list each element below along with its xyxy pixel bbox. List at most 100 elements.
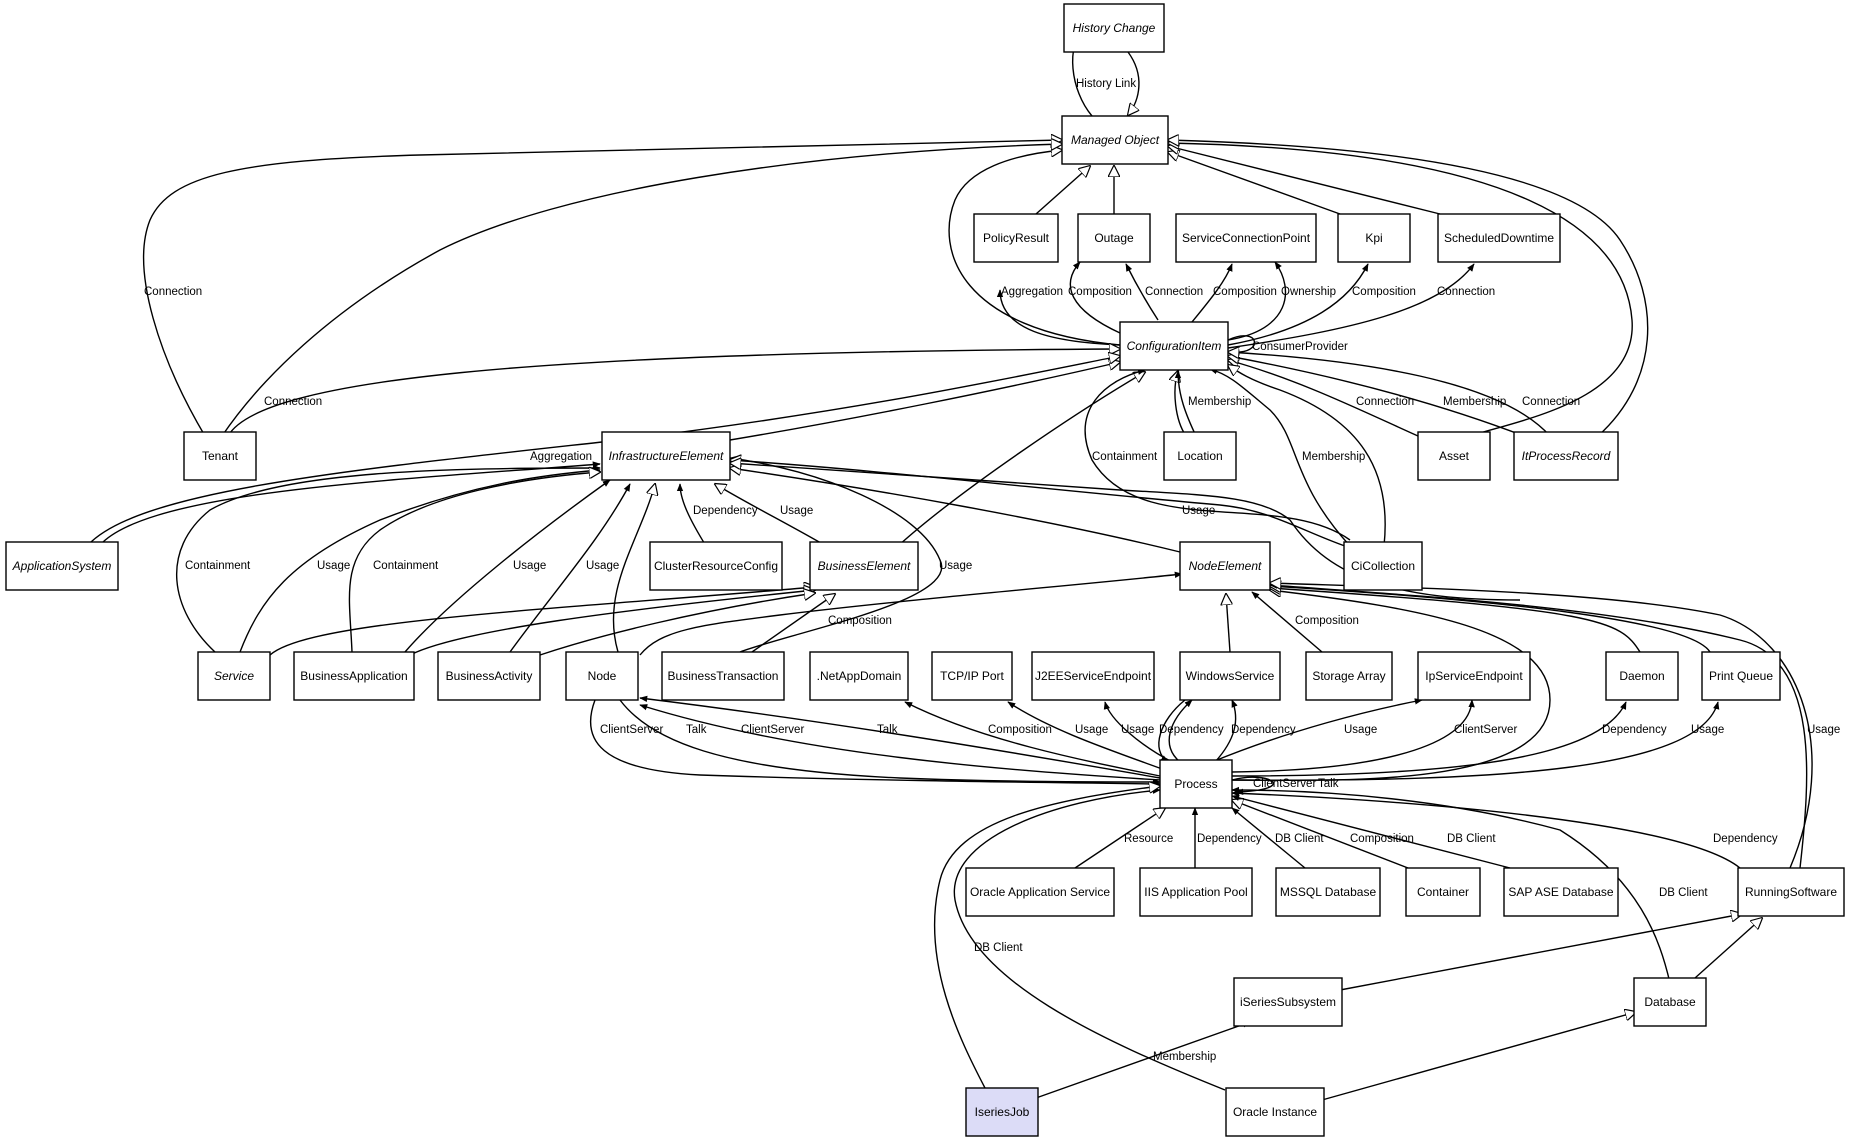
edge-process-ipse-cs (1231, 699, 1475, 773)
node-label-kpi: Kpi (1365, 231, 1382, 245)
node-business-application[interactable]: BusinessApplication (293, 651, 415, 701)
label-usage-bact: Usage (586, 560, 619, 572)
node-iis-application-pool[interactable]: IIS Application Pool (1139, 867, 1253, 917)
edge-process-daemon (1231, 701, 1627, 777)
node-business-element[interactable]: BusinessElement (809, 541, 919, 591)
edge-history-change-to-managed-object (1128, 51, 1140, 115)
node-service-connection-point[interactable]: ServiceConnectionPoint (1175, 213, 1317, 263)
node-node-element[interactable]: NodeElement (1179, 541, 1271, 591)
label-composition-out: Composition (1068, 286, 1132, 298)
edge-ie-ci (729, 362, 1120, 441)
node-label-storage-array: Storage Array (1312, 669, 1385, 683)
node-iseries-subsystem[interactable]: iSeriesSubsystem (1233, 977, 1343, 1027)
node-label-tcpip-port: TCP/IP Port (940, 669, 1004, 683)
node-history-change[interactable]: History Change (1063, 3, 1165, 53)
label-composition-sa: Composition (1295, 615, 1359, 627)
edge-process-printqueue (1231, 701, 1720, 781)
node-tenant[interactable]: Tenant (183, 431, 257, 481)
node-j2ee-service-endpoint[interactable]: J2EEServiceEndpoint (1031, 651, 1155, 701)
node-label-managed-object: Managed Object (1071, 133, 1160, 147)
node-label-j2ee-service-endpoint: J2EEServiceEndpoint (1035, 669, 1152, 683)
node-managed-object[interactable]: Managed Object (1061, 115, 1169, 165)
label-aggregation-pr: Aggregation (1001, 286, 1063, 298)
node-application-system[interactable]: ApplicationSystem (5, 541, 119, 591)
label-usage-tcp: Usage (1075, 724, 1108, 736)
node-node[interactable]: Node (565, 651, 639, 701)
node-kpi[interactable]: Kpi (1337, 213, 1411, 263)
node-windows-service[interactable]: WindowsService (1179, 651, 1281, 701)
node-label-business-application: BusinessApplication (300, 669, 407, 683)
node-mssql-database[interactable]: MSSQL Database (1275, 867, 1381, 917)
edge-location-ci (1175, 371, 1187, 437)
edge-labels: History Link Connection Aggregation Comp… (144, 78, 1840, 1063)
label-talk-self: Talk (1318, 778, 1339, 790)
edge-ci-kpi (1227, 263, 1369, 346)
node-business-activity[interactable]: BusinessActivity (437, 651, 541, 701)
edge-daemon-ne (1270, 588, 1641, 653)
node-label-print-queue: Print Queue (1709, 669, 1773, 683)
edge-service-be (269, 587, 815, 656)
node-infrastructure-element[interactable]: InfrastructureElement (601, 431, 731, 481)
node-label-ci-collection: CiCollection (1351, 559, 1415, 573)
node-oracle-application-service[interactable]: Oracle Application Service (965, 867, 1115, 917)
label-talk-2: Talk (877, 724, 898, 736)
node-process[interactable]: Process (1159, 759, 1233, 809)
edge-itpr-ci (1228, 356, 1525, 437)
node-configuration-item[interactable]: ConfigurationItem (1119, 321, 1229, 371)
node-ci-collection[interactable]: CiCollection (1343, 541, 1423, 591)
node-daemon[interactable]: Daemon (1605, 651, 1679, 701)
label-talk-1: Talk (686, 724, 707, 736)
edge-ci-scp-composition (1191, 263, 1233, 323)
label-dbclient-db: DB Client (1659, 887, 1708, 899)
node-print-queue[interactable]: Print Queue (1701, 651, 1781, 701)
node-tcpip-port[interactable]: TCP/IP Port (931, 651, 1013, 701)
edge-process-ws-1 (1168, 699, 1193, 763)
label-connection-out: Connection (1145, 286, 1203, 298)
node-asset[interactable]: Asset (1417, 431, 1491, 481)
nodes: History Change Managed Object PolicyResu… (5, 3, 1845, 1137)
node-label-iseries-subsystem: iSeriesSubsystem (1240, 995, 1336, 1009)
node-outage[interactable]: Outage (1077, 213, 1151, 263)
node-service[interactable]: Service (197, 651, 271, 701)
label-containment-svc: Containment (185, 560, 251, 572)
node-iseries-job[interactable]: IseriesJob (965, 1087, 1039, 1137)
node-policy-result[interactable]: PolicyResult (973, 213, 1059, 263)
label-history-link: History Link (1076, 78, 1136, 90)
node-container[interactable]: Container (1405, 867, 1481, 917)
edge-node-ne-composition (639, 571, 1183, 656)
edge-db-rs (1694, 918, 1762, 979)
edge-process-node-clientserver (639, 704, 1161, 781)
edge-ws-ne (1226, 594, 1230, 653)
node-cluster-resource-config[interactable]: ClusterResourceConfig (649, 541, 783, 591)
node-label-configuration-item: ConfigurationItem (1127, 339, 1222, 353)
node-label-oracle-application-service: Oracle Application Service (970, 885, 1110, 899)
edge-sap-process (1231, 794, 1511, 869)
node-location[interactable]: Location (1163, 431, 1237, 481)
node-label-business-transaction: BusinessTransaction (668, 669, 779, 683)
edge-ci-scp-ownership (1227, 261, 1287, 341)
label-consumer-provider: ConsumerProvider (1252, 341, 1348, 353)
node-label-running-software: RunningSoftware (1745, 885, 1837, 899)
node-database[interactable]: Database (1633, 977, 1707, 1027)
edge-be-ci (897, 372, 1145, 547)
label-membership-loc: Membership (1188, 396, 1251, 408)
label-usage-bt: Usage (939, 560, 972, 572)
edge-cicoll-ci-membership (1209, 368, 1351, 547)
node-net-app-domain[interactable]: .NetAppDomain (809, 651, 909, 701)
node-running-software[interactable]: RunningSoftware (1737, 867, 1845, 917)
node-sap-ase-database[interactable]: SAP ASE Database (1503, 867, 1619, 917)
node-storage-array[interactable]: Storage Array (1305, 651, 1393, 701)
edge-bt-be (751, 594, 835, 653)
node-label-database: Database (1644, 995, 1696, 1009)
label-clientserver-2: ClientServer (741, 724, 804, 736)
edges (87, 27, 1813, 1101)
edge-iseriesjob-iss (1035, 1021, 1251, 1099)
node-scheduled-downtime[interactable]: ScheduledDowntime (1437, 213, 1561, 263)
node-it-process-record[interactable]: ItProcessRecord (1513, 431, 1619, 481)
edge-cicoll-ci-2 (1228, 365, 1386, 547)
node-business-transaction[interactable]: BusinessTransaction (661, 651, 785, 701)
node-oracle-instance[interactable]: Oracle Instance (1225, 1087, 1325, 1137)
edge-ba-ie-containment (348, 472, 600, 653)
edge-mssql-process (1231, 807, 1306, 869)
node-ip-service-endpoint[interactable]: IpServiceEndpoint (1417, 651, 1531, 701)
